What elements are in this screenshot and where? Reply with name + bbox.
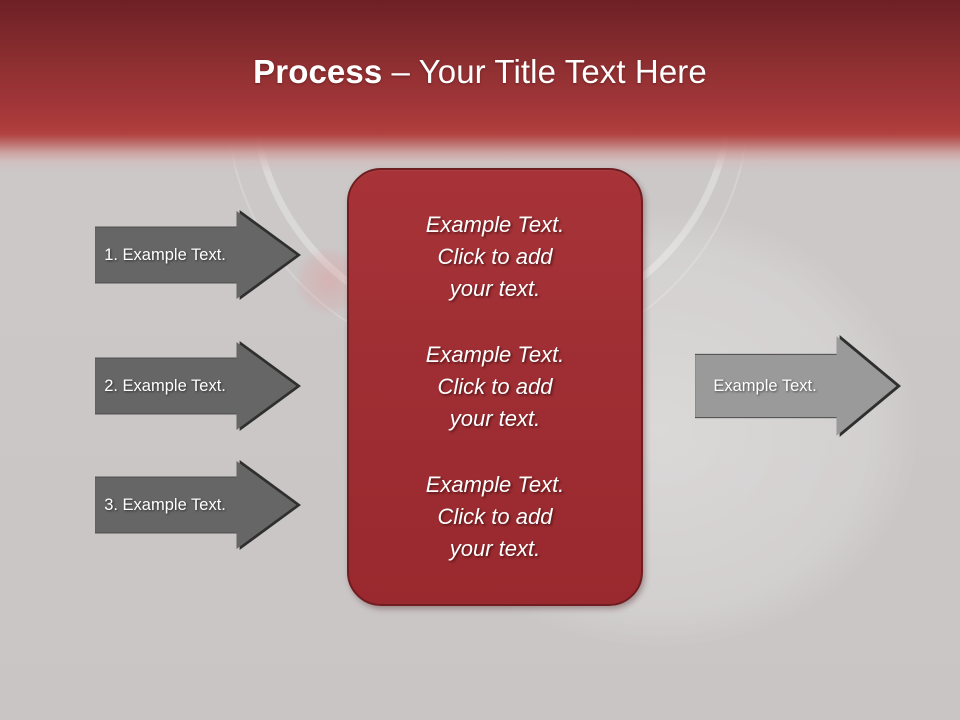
input-arrow-2-label: 2. Example Text. [104,377,226,395]
input-arrow-3[interactable]: 3. Example Text. [95,460,301,550]
input-arrow-1[interactable]: 1. Example Text. [95,210,301,300]
page-title: Process – Your Title Text Here [0,51,960,93]
process-panel-paragraph-1: Example Text. Click to add your text. [425,212,565,301]
process-panel-paragraph-2: Example Text. Click to add your text. [425,342,565,431]
output-arrow-label: Example Text. [713,377,817,395]
page-title-bold: Process [253,53,383,90]
input-arrow-1-label: 1. Example Text. [104,246,226,264]
process-panel[interactable]: Example Text. Click to add your text. Ex… [347,168,643,606]
page-title-rest: – Your Title Text Here [382,53,707,90]
process-panel-paragraph-3: Example Text. Click to add your text. [425,472,565,561]
input-arrow-2[interactable]: 2. Example Text. [95,341,301,431]
output-arrow[interactable]: Example Text. [695,335,901,437]
input-arrow-3-label: 3. Example Text. [104,496,226,514]
